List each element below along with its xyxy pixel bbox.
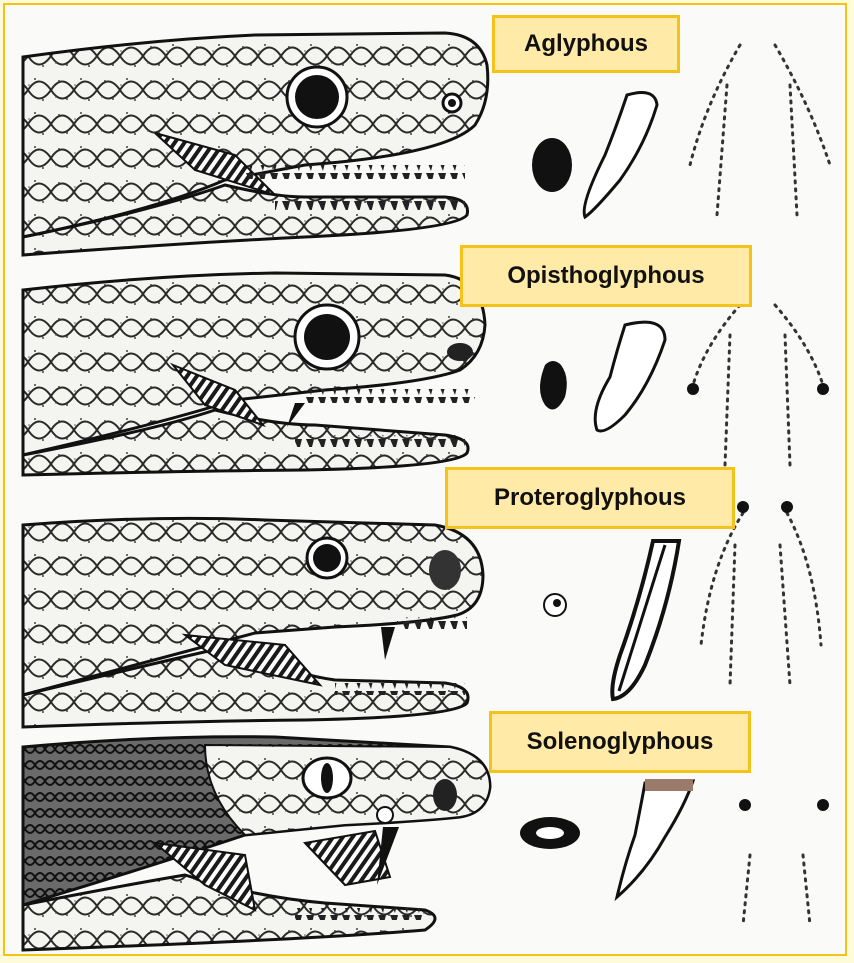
proteroglyphous-tooth <box>612 541 679 699</box>
opisthoglyphous-upper-teeth <box>305 389 475 403</box>
proteroglyphous-front-fang-dot <box>737 501 749 513</box>
aglyphous-tooth <box>584 93 657 217</box>
opisthoglyphous-label: Opisthoglyphous <box>460 245 752 307</box>
solenoglyphous-label: Solenoglyphous <box>489 711 751 773</box>
solenoglyphous-head <box>23 737 490 950</box>
aglyphous-upper-teeth <box>245 165 465 179</box>
opisthoglyphous-lower-teeth <box>295 435 465 447</box>
aglyphous-lower-teeth <box>275 198 465 210</box>
solenoglyphous-mouth-muscle-2 <box>305 831 390 885</box>
opisthoglyphous-tooth <box>595 322 665 431</box>
illustration-frame: Aglyphous Opisthoglyphous Proteroglyphou… <box>3 3 847 956</box>
solenoglyphous-tooth <box>617 781 693 897</box>
proteroglyphous-head <box>23 518 483 727</box>
opisthoglyphous-tooth-section <box>540 361 567 410</box>
aglyphous-tooth-section <box>532 138 572 192</box>
proteroglyphous-nostril <box>429 550 461 590</box>
proteroglyphous-front-fang-dot-2 <box>781 501 793 513</box>
solenoglyphous-fang-dot <box>739 799 751 811</box>
solenoglyphous-nostril <box>433 779 457 811</box>
aglyphous-dentition <box>690 45 830 215</box>
opisthoglyphous-nostril <box>447 343 473 361</box>
solenoglyphous-lower-teeth <box>295 908 425 920</box>
solenoglyphous-fang-dot-2 <box>817 799 829 811</box>
proteroglyphous-lower-teeth <box>335 683 465 695</box>
opisthoglyphous-rear-fang-dot-2 <box>817 383 829 395</box>
proteroglyphous-upper-teeth <box>397 617 467 629</box>
aglyphous-label: Aglyphous <box>492 15 680 73</box>
proteroglyphous-dentition <box>701 513 821 685</box>
opisthoglyphous-head <box>23 273 485 475</box>
proteroglyphous-front-fang <box>381 627 395 660</box>
opisthoglyphous-rear-fang-dot <box>687 383 699 395</box>
proteroglyphous-label: Proteroglyphous <box>445 467 735 529</box>
opisthoglyphous-dentition <box>693 305 823 465</box>
aglyphous-head <box>23 33 488 255</box>
solenoglyphous-pit <box>377 807 393 823</box>
solenoglyphous-dentition <box>743 855 810 925</box>
